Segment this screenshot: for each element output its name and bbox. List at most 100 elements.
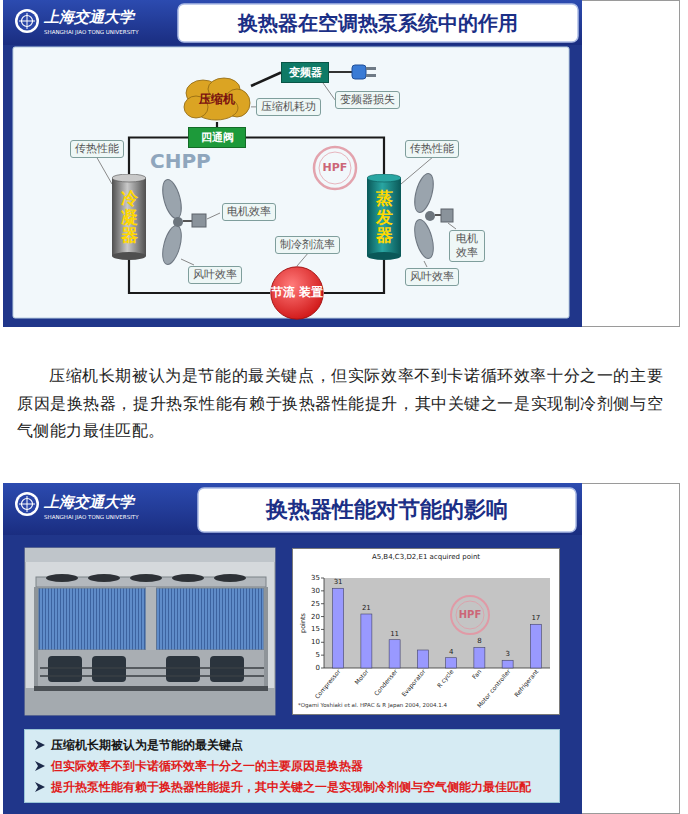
cylinder-top <box>367 174 401 182</box>
plug-body <box>352 65 366 79</box>
cylinder-body <box>367 178 401 256</box>
bullet-box: 压缩机长期被认为是节能的最关键点但实际效率不到卡诺循环效率十分之一的主要原因是换… <box>24 729 560 803</box>
node-text: 蒸发器 <box>376 189 393 245</box>
university-emblem <box>15 9 39 33</box>
plot-area <box>324 578 550 668</box>
university-logo-text: 上海交通大学 <box>44 9 134 26</box>
coil-panel <box>156 588 264 650</box>
bar-value: 17 <box>531 614 540 622</box>
page-border <box>4 1 680 327</box>
connector <box>401 158 432 184</box>
callout-box: 风叶效率 <box>188 266 242 284</box>
condenser-cylinder: 冷凝器 <box>112 174 146 260</box>
node-text: 四通阀 <box>201 131 234 144</box>
label-anchor: points <box>300 613 307 633</box>
label-anchor: *Ogami Yoshiaki et al. HPAC & R Japan 20… <box>298 702 447 708</box>
axis-tick: 35 <box>300 574 320 582</box>
plug-prong <box>366 67 376 70</box>
label-anchor: CHPP <box>150 150 211 173</box>
node-text: 风叶效率 <box>193 268 237 282</box>
leader-line <box>424 261 427 267</box>
bullet-text: 但实际效率不到卡诺循环效率十分之一的主要原因是换热器 <box>51 756 363 777</box>
axis-tick-mark <box>321 603 324 604</box>
slide-header <box>3 483 582 535</box>
axis-title: points <box>300 613 307 633</box>
callout-box: 传热性能 <box>70 140 124 158</box>
axis-tick-mark <box>321 655 324 656</box>
fan-blade <box>411 218 437 261</box>
fan-blade <box>159 224 185 267</box>
label-anchor: 上海交通大学 <box>44 9 134 26</box>
fan-shaft <box>435 214 441 216</box>
axis-tick-mark <box>321 616 324 617</box>
axis-tick: 25 <box>300 600 320 608</box>
bullet-row: 提升热泵性能有赖于换热器性能提升，其中关键之一是实现制冷剂侧与空气侧能力最佳匹配 <box>35 777 531 798</box>
label-anchor: 10 <box>300 638 320 646</box>
node-text: 电机效率 <box>227 205 271 219</box>
unit-base <box>34 686 268 691</box>
bullet-row: 压缩机长期被认为是节能的最关键点 <box>35 735 243 756</box>
watermark-stamp-ring <box>456 601 484 629</box>
watermark-stamp: HPF <box>459 609 482 621</box>
label-anchor: 30 <box>300 587 320 595</box>
unit-post <box>34 587 38 687</box>
connector <box>251 73 281 87</box>
cylinder-body <box>112 178 146 256</box>
chart-bar <box>502 660 513 668</box>
emblem-ring <box>15 492 39 516</box>
node-text: 制冷剂流率 <box>280 238 335 252</box>
emblem-core <box>18 495 37 514</box>
node-text: 换热器性能对节能的影响 <box>266 497 508 523</box>
bullet-text: 提升热泵性能有赖于换热器性能提升，其中关键之一是实现制冷剂侧与空气侧能力最佳匹配 <box>51 777 531 798</box>
title-box <box>178 4 578 42</box>
source-note: *Ogami Yoshiaki et al. HPAC & R Japan 20… <box>298 702 447 708</box>
unit-post <box>264 587 268 687</box>
y-axis <box>324 578 325 668</box>
callout-box: 电机 效率 <box>449 230 485 262</box>
chart-bar <box>530 624 541 668</box>
photo-ceiling <box>25 548 275 562</box>
plug-prong <box>366 74 376 77</box>
callout-box: 制冷剂流率 <box>275 236 340 254</box>
unit-fan <box>88 574 120 582</box>
node-text: 电机 效率 <box>454 232 480 260</box>
watermark-stamp-ring <box>319 152 351 184</box>
throttle-circle: 节流 装置 <box>270 266 324 320</box>
label-anchor: 17 <box>531 614 540 622</box>
photo-floor <box>25 688 275 715</box>
fan-shaft <box>183 220 192 222</box>
bullet-row: 但实际效率不到卡诺循环效率十分之一的主要原因是换热器 <box>35 756 363 777</box>
bullet-arrow <box>35 740 45 750</box>
axis-tick-mark <box>321 668 324 669</box>
callout-box: 传热性能 <box>405 140 459 158</box>
connector <box>246 138 384 175</box>
callout-box: 变频器损失 <box>335 91 400 109</box>
unit-lower <box>38 650 264 687</box>
node-text: 压缩机耗功 <box>261 100 316 114</box>
watermark-stamp-ring <box>314 147 356 189</box>
fan-blade <box>159 178 185 221</box>
label-anchor: 21 <box>362 604 371 612</box>
university-emblem <box>15 492 39 516</box>
callout-box: 电机效率 <box>222 203 276 221</box>
university-english-name: SHANGHAI JIAO TONG UNIVERSITY <box>44 514 139 520</box>
circle-fill <box>271 267 323 319</box>
connector <box>297 254 308 266</box>
unit-fan <box>130 574 162 582</box>
title-band: 换热器性能对节能的影响 <box>198 488 576 532</box>
unit-pipe <box>40 668 264 676</box>
bullet-marker <box>35 761 45 771</box>
watermark-stamp-ring <box>451 596 489 634</box>
label-anchor: 8 <box>477 637 481 645</box>
label-anchor: SHANGHAI JIAO TONG UNIVERSITY <box>44 514 139 520</box>
bullet-marker <box>35 782 45 792</box>
label-anchor: HPF <box>313 147 357 189</box>
connector <box>323 83 335 100</box>
evaporator-cylinder: 蒸发器 <box>367 174 401 260</box>
label-anchor: 11 <box>390 630 399 638</box>
bar-value: 3 <box>505 650 509 658</box>
page-border <box>4 484 680 814</box>
node-text: A5,B4,C3,D2,E1 acquired point <box>372 553 480 561</box>
leader-line <box>181 259 194 265</box>
chart-bar <box>333 588 344 668</box>
